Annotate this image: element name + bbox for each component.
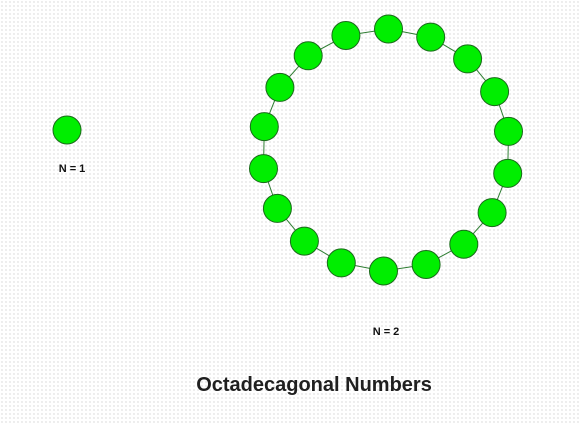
dot: [52, 115, 82, 145]
dot: [249, 112, 279, 142]
figure-n1-label: N = 1: [59, 163, 86, 175]
dot: [369, 256, 398, 286]
dot: [453, 44, 483, 74]
dot: [411, 250, 441, 279]
dot: [493, 158, 523, 188]
dot: [449, 229, 479, 259]
dot: [293, 41, 323, 71]
dot: [262, 193, 292, 223]
dot: [480, 77, 510, 107]
dot: [477, 198, 507, 228]
dot: [249, 154, 278, 184]
figure-n2-label: N = 2: [373, 326, 400, 338]
figure-n1: [52, 115, 82, 145]
dot: [494, 116, 523, 146]
dot: [265, 72, 295, 102]
figure-n2: [249, 14, 523, 286]
dot: [416, 22, 446, 52]
dot: [289, 226, 319, 256]
dot: [374, 14, 403, 44]
diagram-title: Octadecagonal Numbers: [196, 374, 432, 396]
dot: [326, 248, 356, 278]
dot: [331, 21, 361, 50]
